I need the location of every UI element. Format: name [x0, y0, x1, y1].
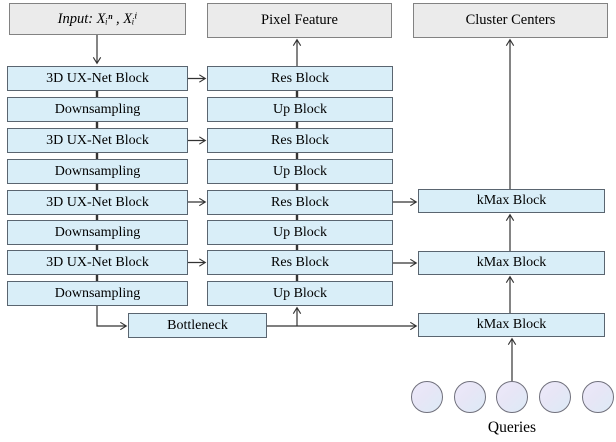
decoder-block-2: Up Block — [207, 97, 393, 122]
kmax-block-1: kMax Block — [418, 189, 605, 213]
decoder-block-7: Res Block — [207, 250, 393, 275]
bottleneck-block: Bottleneck — [128, 313, 267, 338]
decoder-block-8: Up Block — [207, 281, 393, 306]
encoder-block-3: 3D UX-Net Block — [7, 128, 188, 153]
query-circle-2 — [454, 381, 486, 413]
encoder-block-8: Downsampling — [7, 281, 188, 306]
decoder-block-1: Res Block — [207, 66, 393, 91]
encoder-block-4: Downsampling — [7, 159, 188, 184]
encoder-block-7: 3D UX-Net Block — [7, 250, 188, 275]
query-circle-5 — [582, 381, 614, 413]
query-circle-1 — [411, 381, 443, 413]
decoder-block-4: Up Block — [207, 159, 393, 184]
arrow-encoder-to-bottleneck — [96, 306, 128, 331]
encoder-block-5: 3D UX-Net Block — [7, 190, 188, 215]
decoder-block-6: Up Block — [207, 220, 393, 245]
decoder-block-3: Res Block — [207, 128, 393, 153]
query-circle-3 — [496, 381, 528, 413]
decoder-block-5: Res Block — [207, 190, 393, 215]
encoder-block-6: Downsampling — [7, 220, 188, 245]
kmax-block-3: kMax Block — [418, 313, 605, 337]
encoder-block-1: 3D UX-Net Block — [7, 66, 188, 91]
cluster-centers-box: Cluster Centers — [413, 3, 608, 38]
pixel-feature-box: Pixel Feature — [207, 3, 392, 38]
kmax-block-2: kMax Block — [418, 251, 605, 275]
input-box: Input: Xᵢⁿ , Xᵢⁱ — [9, 3, 186, 35]
queries-label: Queries — [487, 419, 537, 436]
encoder-block-2: Downsampling — [7, 97, 188, 122]
query-circle-4 — [539, 381, 571, 413]
